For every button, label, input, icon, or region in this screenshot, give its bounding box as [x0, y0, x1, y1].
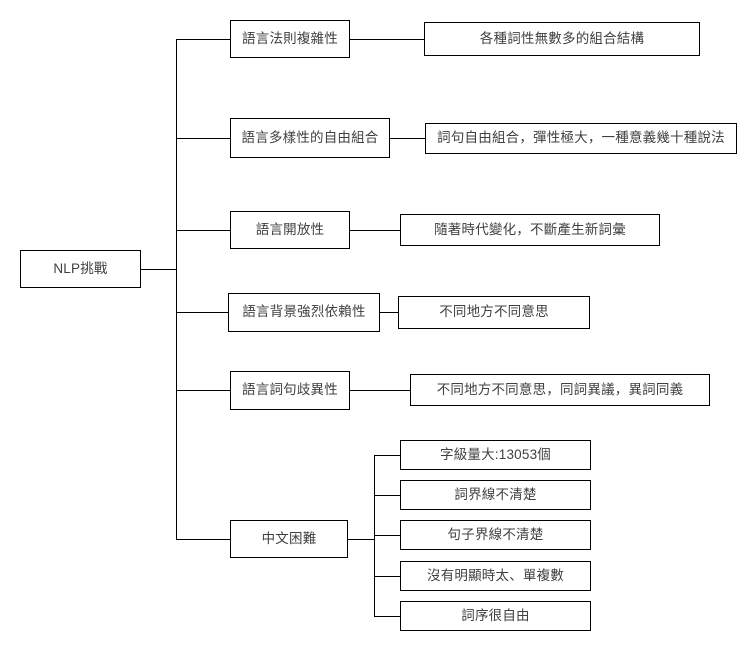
branch-node-lexical-ambiguity[interactable]: 語言詞句歧異性	[230, 371, 350, 410]
root-node-nlp-challenges[interactable]: NLP挑戰	[20, 250, 141, 288]
edge-branch-4-to-leaf	[380, 312, 398, 313]
branch-node-label: 中文困難	[261, 530, 317, 546]
leaf-node-label: 詞句自由組合，彈性極大，一種意義幾十種說法	[437, 130, 725, 146]
branch-node-language-openness[interactable]: 語言開放性	[230, 211, 350, 249]
edge-subtrunk-to-leaf-2	[374, 495, 400, 496]
leaf-node-free-phrase-combination[interactable]: 詞句自由組合，彈性極大，一種意義幾十種說法	[425, 123, 737, 154]
leaf-node-label: 沒有明顯時太、單複數	[427, 567, 564, 583]
edge-trunk-to-branch-5	[176, 390, 230, 391]
leaf-node-label: 各種詞性無數多的組合結構	[479, 30, 645, 46]
edge-trunk-to-branch-1	[176, 39, 230, 40]
leaf-node-ambiguity-detail[interactable]: 不同地方不同意思，同詞異議，異詞同義	[410, 374, 710, 406]
branch-node-label: 語言多樣性的自由組合	[241, 129, 379, 145]
leaf-node-no-tense-plural[interactable]: 沒有明顯時太、單複數	[400, 561, 591, 591]
branch-node-label: 語言開放性	[255, 221, 325, 237]
leaf-node-unclear-sentence-boundary[interactable]: 句子界線不清楚	[400, 520, 591, 550]
leaf-node-pos-combinations[interactable]: 各種詞性無數多的組合結構	[424, 22, 700, 56]
leaf-node-label: 詞界線不清楚	[454, 486, 537, 502]
leaf-node-different-place-different-meaning[interactable]: 不同地方不同意思	[398, 296, 590, 329]
edge-branch-2-to-leaf	[390, 138, 425, 139]
branch-node-context-dependency[interactable]: 語言背景強烈依賴性	[228, 293, 380, 332]
leaf-node-large-character-set[interactable]: 字級量大:13053個	[400, 440, 591, 470]
edge-branch-6-to-subtrunk	[348, 539, 374, 540]
leaf-node-unclear-word-boundary[interactable]: 詞界線不清楚	[400, 480, 591, 510]
edge-trunk-to-branch-2	[176, 138, 230, 139]
leaf-node-free-word-order[interactable]: 詞序很自由	[400, 601, 591, 631]
branch-node-label: 語言法則複雜性	[242, 30, 338, 46]
edge-root-to-trunk	[141, 269, 176, 270]
edge-subtrunk-to-leaf-1	[374, 455, 400, 456]
branch-node-chinese-difficulty[interactable]: 中文困難	[230, 520, 348, 558]
edge-trunk-to-branch-6	[176, 539, 230, 540]
root-node-label: NLP挑戰	[53, 260, 108, 276]
leaf-node-label: 隨著時代變化，不斷產生新詞彙	[434, 221, 626, 237]
leaf-node-label: 詞序很自由	[461, 607, 530, 623]
leaf-node-new-vocabulary-over-time[interactable]: 隨著時代變化，不斷產生新詞彙	[400, 214, 660, 246]
edge-trunk-to-branch-3	[176, 230, 230, 231]
branch-node-label: 語言背景強烈依賴性	[242, 304, 366, 320]
edge-trunk-to-branch-4	[176, 312, 228, 313]
edge-main-trunk	[176, 39, 177, 539]
leaf-node-label: 不同地方不同意思，同詞異議，異詞同義	[436, 381, 684, 397]
edge-branch-5-to-leaf	[350, 390, 410, 391]
branch-node-language-diversity-free-combination[interactable]: 語言多樣性的自由組合	[230, 118, 390, 158]
leaf-node-label: 字級量大:13053個	[440, 446, 551, 462]
edge-subtrunk-to-leaf-4	[374, 576, 400, 577]
branch-node-language-rule-complexity[interactable]: 語言法則複雜性	[230, 20, 350, 58]
edge-subtrunk-to-leaf-5	[374, 616, 400, 617]
edge-branch-1-to-leaf	[350, 39, 424, 40]
edge-branch-3-to-leaf	[350, 230, 400, 231]
edge-subtrunk-to-leaf-3	[374, 535, 400, 536]
leaf-node-label: 不同地方不同意思	[439, 304, 549, 320]
leaf-node-label: 句子界線不清楚	[447, 526, 544, 542]
branch-node-label: 語言詞句歧異性	[242, 382, 338, 398]
